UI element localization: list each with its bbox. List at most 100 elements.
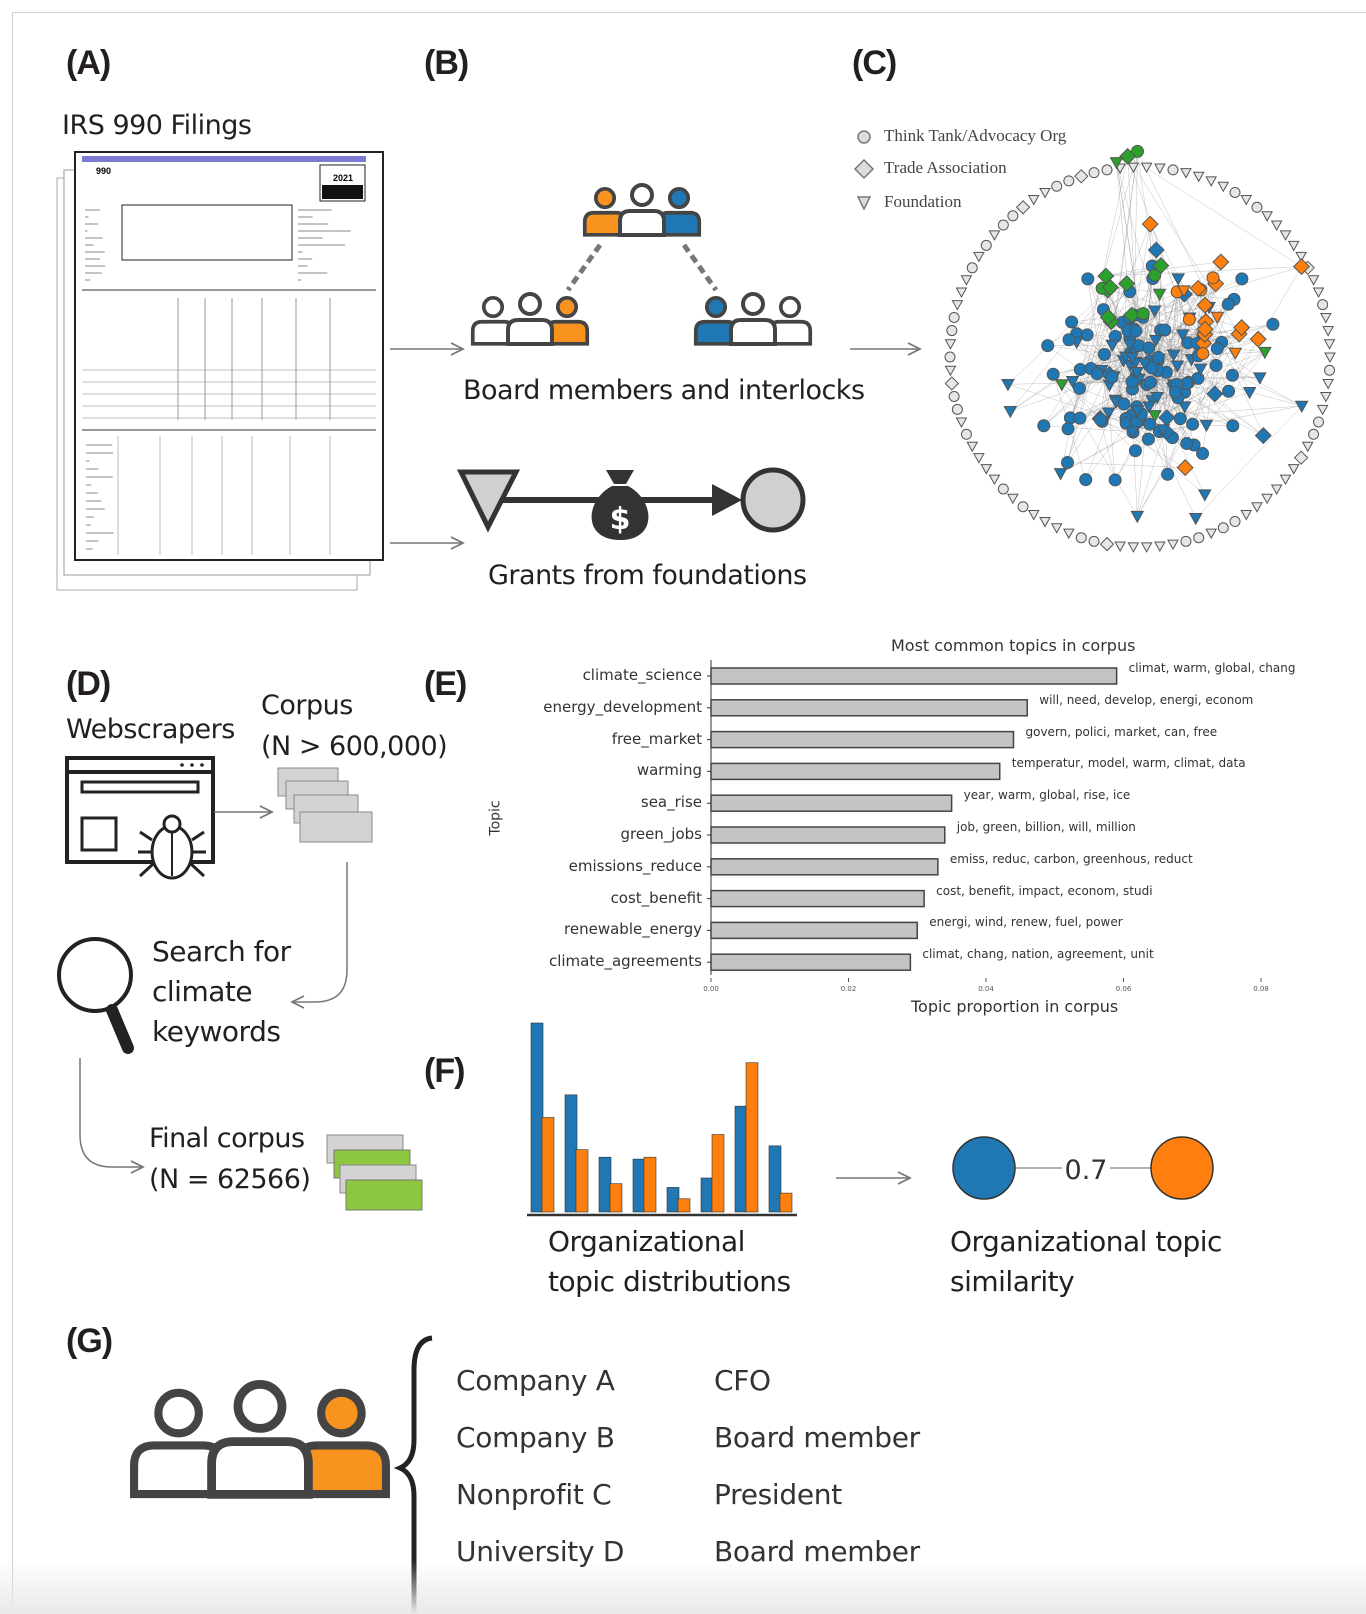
person-icon (778, 295, 802, 319)
network-node-orange-circle (1182, 312, 1196, 326)
topic-bar-green_jobs (710, 826, 946, 844)
network-edge (1221, 342, 1264, 436)
isolated-node-circle (1317, 299, 1329, 311)
isolated-node-circle (960, 428, 972, 440)
isolated-node-triangle (988, 230, 1001, 241)
affiliation-org: Company B (456, 1421, 615, 1454)
network-edge (1217, 348, 1260, 378)
topic-bar-org-blue (564, 1094, 578, 1213)
network-edge (1134, 224, 1151, 316)
network-edge (1159, 405, 1302, 432)
arrow-corpus-to-search (292, 862, 348, 1002)
network-node-blue-circle (1142, 341, 1156, 355)
network-node-blue-circle (1125, 375, 1139, 389)
network-node-blue-triangle (1125, 426, 1140, 439)
network-edge (1087, 278, 1109, 413)
network-edge (1010, 289, 1108, 412)
network-node-green-diamond (1152, 257, 1170, 275)
network-node-blue-circle (1209, 358, 1223, 372)
panel-label-b: (B) (424, 44, 469, 82)
affiliation-role: CFO (714, 1364, 771, 1397)
form-text-lines (82, 209, 376, 555)
network-node-orange-triangle (1228, 347, 1243, 361)
x-tick-label: 0.06 (1115, 985, 1132, 993)
bottom-fade (0, 1560, 1366, 1614)
isolated-node-triangle (1180, 168, 1192, 179)
isolated-node-triangle (980, 464, 993, 475)
isolated-node-circle (946, 325, 958, 337)
isolated-node-triangle (944, 365, 957, 377)
isolated-node-circle (1217, 522, 1229, 534)
isolated-node-triangle (966, 441, 979, 453)
network-edge (1127, 156, 1302, 267)
isolated-node-triangle (1167, 539, 1179, 551)
topic-bar-energy_development (710, 699, 1028, 717)
isolated-node-circle (980, 239, 992, 251)
network-node-blue-triangle (1193, 363, 1208, 376)
network-node-blue-triangle (1242, 386, 1257, 400)
isolated-node-triangle (955, 417, 968, 429)
isolated-node-triangle (1062, 528, 1075, 540)
isolated-node-circle (1063, 175, 1075, 187)
isolated-node-triangle (1307, 275, 1320, 286)
topic-keywords: energi, wind, renew, fuel, power (929, 915, 1123, 930)
topic-label: warming (636, 761, 702, 780)
affiliation-role: Board member (714, 1421, 920, 1454)
network-node-blue-triangle (1166, 349, 1181, 362)
person-icon (154, 1388, 203, 1438)
network-node-blue-circle (1062, 333, 1076, 347)
network-node-blue-triangle (1252, 372, 1267, 385)
isolated-node-triangle (1279, 230, 1292, 241)
isolated-node-triangle (1324, 352, 1336, 364)
network-edge (1067, 462, 1186, 468)
network-edge (1105, 266, 1302, 277)
network-node-blue-circle (1210, 342, 1224, 356)
topic-bar-emissions_reduce (710, 858, 939, 876)
network-node-blue-circle (1061, 455, 1075, 469)
isolated-node-triangle (1205, 528, 1218, 540)
x-tick-label: 0.02 (840, 985, 857, 993)
network-node-blue-circle (1108, 473, 1122, 487)
network-node-blue-circle (1221, 297, 1235, 311)
search-line-1: Search for (152, 935, 291, 968)
isolated-node-circle (1051, 180, 1063, 192)
isolated-node-circle (1101, 164, 1113, 176)
network-node-orange-triangle (1210, 311, 1225, 325)
isolated-node-triangle (1279, 474, 1292, 486)
isolated-node-triangle (973, 251, 985, 263)
network-node-blue-circle (1158, 323, 1172, 337)
network-node-blue-triangle (1130, 367, 1144, 380)
isolated-node-triangle (1240, 510, 1253, 521)
topic-bar-org-orange (779, 1192, 793, 1213)
topic-bar-free_market (710, 730, 1015, 749)
money-symbol: $ (610, 502, 631, 537)
isolated-node-triangle (944, 339, 957, 350)
network-edge (1043, 425, 1133, 432)
network-node-blue-triangle (1294, 400, 1309, 414)
topic-bar-climate_agreements (710, 953, 912, 971)
topic-distributions-caption-1: Organizational (548, 1225, 745, 1258)
x-axis-label: Topic proportion in corpus (911, 997, 1119, 1016)
network-node-blue-triangle (1148, 334, 1163, 348)
network-node-blue-triangle (1001, 378, 1015, 392)
network-node-green-diamond (1099, 308, 1117, 326)
panel-label-f: (F) (424, 1052, 465, 1090)
person-icon (233, 1380, 287, 1433)
grant-flow-diagram (456, 467, 806, 540)
topic-keywords: govern, polici, market, can, free (1025, 724, 1218, 739)
network-node-blue-triangle (1197, 489, 1212, 502)
network-node-blue-circle (1143, 417, 1157, 431)
panel-label-d: (D) (66, 665, 111, 703)
search-line-3: keywords (152, 1015, 281, 1048)
affiliation-role: Board member (714, 1535, 920, 1568)
network-node-orange-diamond (1141, 215, 1159, 233)
isolated-node-triangle (1316, 404, 1329, 416)
final-corpus-documents-icon (326, 1134, 423, 1211)
similarity-value: 0.7 (1065, 1155, 1108, 1186)
interlock-dashed-line-left (565, 243, 603, 292)
network-node-blue-triangle (1171, 273, 1186, 286)
people-group-icon-right (693, 292, 813, 346)
isolated-node-triangle (1270, 220, 1283, 232)
network-node-orange-diamond (1212, 253, 1230, 271)
